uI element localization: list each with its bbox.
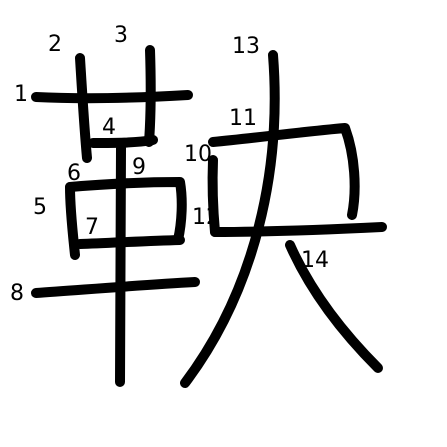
stroke-12	[210, 222, 387, 237]
stroke-number-5: 5	[33, 195, 47, 220]
stroke-number-10: 10	[184, 142, 212, 167]
stroke-2	[75, 53, 92, 163]
stroke-5	[65, 182, 80, 260]
stroke-3	[144, 45, 156, 147]
stroke-number-1: 1	[14, 82, 28, 107]
stroke-number-9: 9	[132, 155, 146, 180]
stroke-13	[180, 50, 280, 388]
stroke-number-3: 3	[114, 23, 128, 48]
stroke-number-8: 8	[10, 281, 24, 306]
stroke-number-2: 2	[48, 32, 62, 57]
stroke-11	[208, 123, 360, 220]
stroke-number-4: 4	[102, 115, 116, 140]
stroke-14	[285, 240, 383, 373]
stroke-number-12: 12	[192, 205, 220, 230]
stroke-9	[115, 143, 126, 387]
stroke-10	[207, 155, 220, 237]
stroke-number-13: 13	[232, 34, 260, 59]
stroke-number-6: 6	[67, 161, 81, 186]
stroke-number-14: 14	[301, 248, 329, 273]
stroke-8	[31, 277, 200, 298]
stroke-6	[65, 177, 187, 245]
stroke-1	[31, 90, 193, 104]
stroke-number-11: 11	[229, 106, 257, 131]
stroke-7	[75, 235, 185, 249]
stroke-4	[88, 135, 158, 148]
stroke-number-7: 7	[85, 215, 99, 240]
